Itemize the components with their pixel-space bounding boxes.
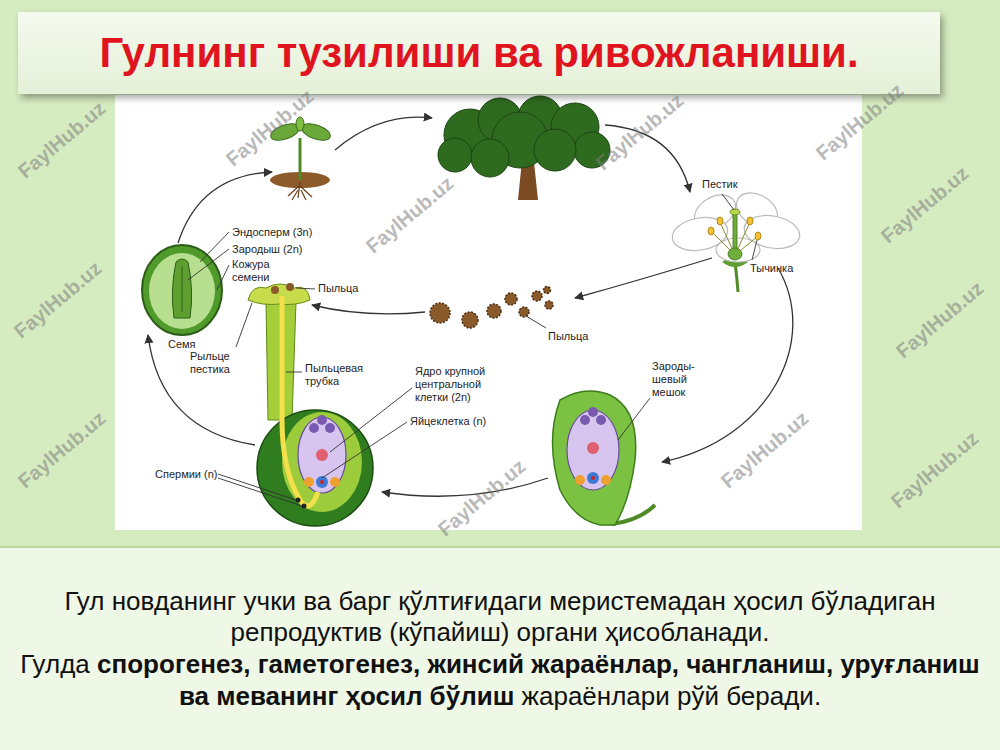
pollen-grains	[430, 287, 553, 329]
watermark: FaylHub.uz	[10, 257, 106, 343]
flower	[670, 186, 803, 292]
watermark: FaylHub.uz	[877, 162, 973, 248]
watermark: FaylHub.uz	[14, 407, 110, 493]
part-label: Пыльца	[318, 282, 358, 295]
pistil-fertilization	[248, 283, 373, 526]
watermark: FaylHub.uz	[887, 427, 983, 513]
part-label: Спермии (n)	[155, 468, 218, 481]
part-label: Зародыш (2n)	[232, 243, 303, 256]
watermark: FaylHub.uz	[892, 277, 988, 363]
part-label: Пыльца	[548, 330, 588, 343]
body-text: Гул новданинг учки ва барг қўлтиғидаги м…	[12, 586, 988, 649]
body-text: жараёнлари рўй беради.	[522, 681, 822, 711]
title-text: Гулнинг тузилиши ва ривожланиши.	[99, 29, 858, 77]
cycle-arrows	[148, 117, 793, 496]
body-text: Гулда	[20, 649, 97, 679]
part-label: Кожура семени	[232, 258, 287, 284]
part-label: Эндосперм (3n)	[232, 226, 312, 239]
part-label: Рыльце пестика	[190, 350, 250, 376]
part-label: Пыльцевая трубка	[305, 362, 375, 388]
part-label: Семя	[168, 338, 196, 351]
part-label: Тычинка	[750, 262, 793, 275]
part-label: Яйцеклетка (n)	[410, 415, 486, 428]
title-banner: Гулнинг тузилиши ва ривожланиши.	[18, 12, 940, 94]
part-label: Ядро крупной центральной клетки (2n)	[415, 365, 515, 405]
part-label: Пестик	[702, 178, 738, 191]
body-paragraph: Гулдаспорогенез, гаметогенез, жинсий жар…	[12, 649, 988, 712]
part-label: Зароды- шевый мешок	[652, 360, 695, 400]
leader-lines	[188, 194, 757, 506]
watermark: FaylHub.uz	[14, 97, 110, 183]
tree	[438, 96, 610, 200]
ovule-embryo-sac	[553, 391, 656, 525]
text-panel: Гул новданинг учки ва барг қўлтиғидаги м…	[0, 546, 1000, 750]
seed	[142, 245, 222, 335]
